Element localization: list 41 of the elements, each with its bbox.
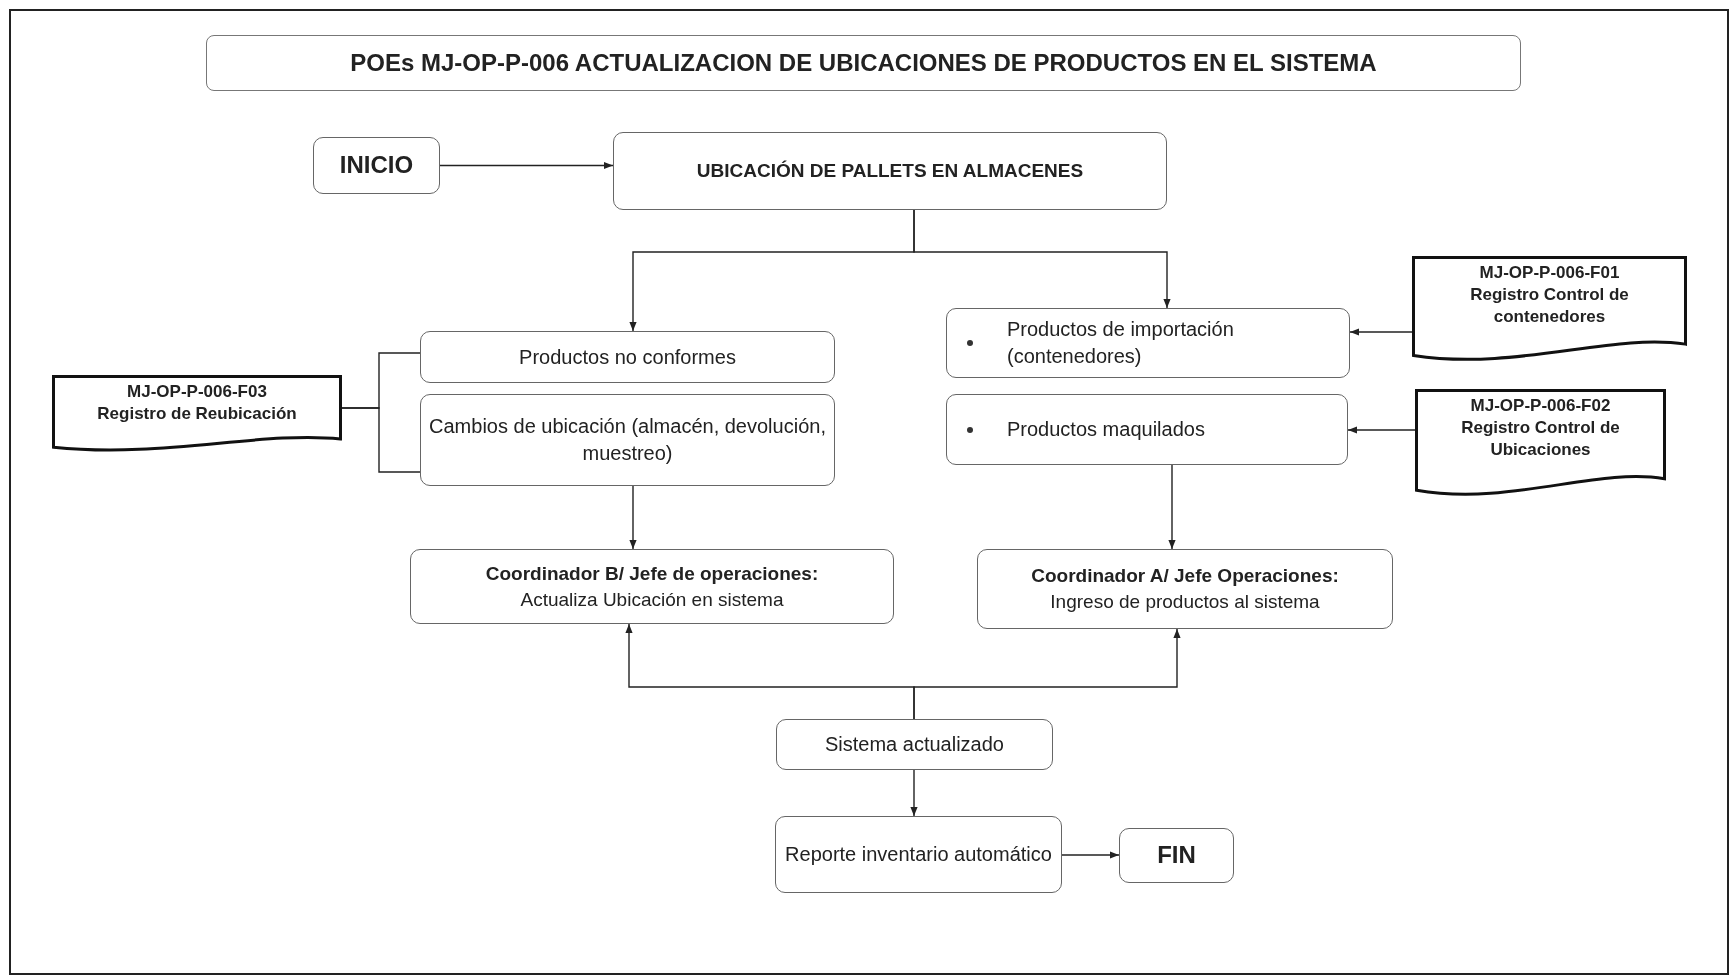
form-name: Registro de Reubicación (97, 403, 297, 426)
process-box (613, 132, 1167, 210)
node-label: Sistema actualizado (825, 732, 1004, 757)
process-box (420, 394, 835, 486)
arrow (913, 209, 1171, 309)
node-label: Reporte inventario automático (785, 842, 1052, 867)
role-box (410, 549, 894, 624)
form-code: MJ-OP-P-006-F02 (1470, 395, 1611, 417)
node-label: UBICACIÓN DE PALLETS EN ALMACENES (696, 159, 1084, 184)
task-text: Ingreso de productos al sistema (1050, 590, 1320, 614)
node-label: INICIO (339, 150, 414, 181)
form-code: MJ-OP-P-006-F03 (127, 381, 267, 403)
arrow (1061, 851, 1120, 859)
role-heading: Coordinador A/ Jefe Operaciones: (1031, 564, 1339, 589)
arrow (439, 161, 614, 170)
role-heading: Coordinador B/ Jefe de operaciones: (485, 561, 819, 586)
node-label: FIN (1157, 840, 1196, 871)
node-label: Cambios de ubicación (almacén, devolución, muestreo) (429, 414, 826, 466)
role-box (977, 549, 1393, 629)
arrow (913, 628, 1181, 720)
node-label: Productos no conformes (519, 344, 736, 370)
arrow (1349, 328, 1413, 336)
terminal-box (313, 137, 440, 194)
form-name: Registro Control de contenedores (1469, 284, 1630, 329)
arrow (629, 485, 637, 550)
arrow (1168, 464, 1176, 550)
form-name: Registro Control de Ubicaciones (1460, 417, 1621, 462)
bullet-item-box (946, 308, 1350, 378)
terminal-box (1119, 828, 1234, 883)
node-label: Productos de importación (contenedores) (1007, 317, 1235, 369)
node-label: Productos maquilados (1007, 417, 1205, 442)
arrow (1347, 426, 1416, 434)
bracket-connector (341, 407, 421, 473)
arrow (910, 769, 918, 817)
diagram-title: POEs MJ-OP-P-006 ACTUALIZACION DE UBICACIONES DE PRODUCTOS EN EL SISTEMA (350, 49, 1377, 77)
process-box (776, 719, 1053, 770)
process-box (775, 816, 1062, 893)
bullet-item-box (946, 394, 1348, 465)
task-text: Actualiza Ubicación en sistema (520, 587, 784, 612)
process-box (420, 331, 835, 383)
form-code: MJ-OP-P-006-F01 (1479, 262, 1620, 284)
